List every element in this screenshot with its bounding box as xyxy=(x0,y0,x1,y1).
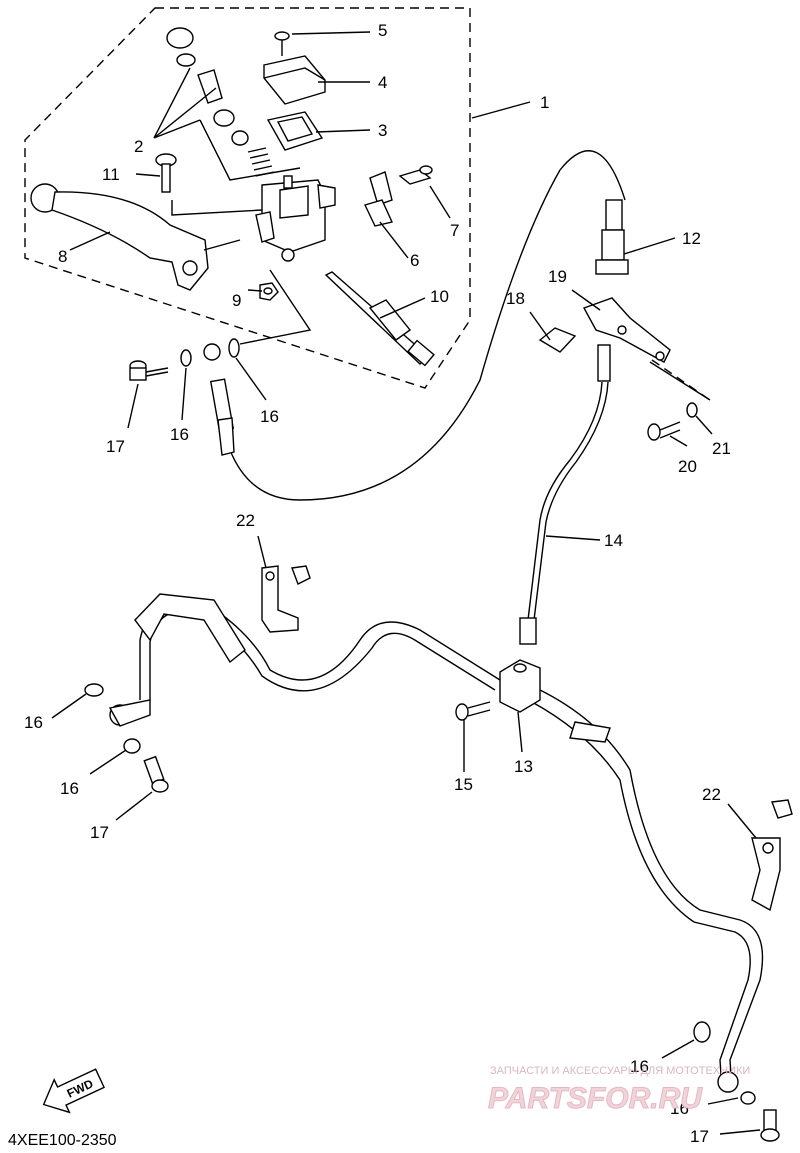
master-cylinder-body xyxy=(255,175,336,262)
brake-pipe xyxy=(519,344,611,645)
callout-19: 19 xyxy=(548,267,567,286)
cap-screw xyxy=(274,31,290,56)
hose-guide-lower xyxy=(751,799,793,912)
callout-22-upper: 22 xyxy=(236,511,255,530)
callout-16-top-right: 16 xyxy=(260,407,279,426)
forward-arrow: FWD xyxy=(42,1068,106,1114)
union-bolt-right xyxy=(760,1109,780,1142)
callout-13: 13 xyxy=(514,757,533,776)
callout-17-left: 17 xyxy=(90,823,109,842)
callout-8: 8 xyxy=(58,247,67,266)
lower-brake-hose-right xyxy=(531,689,764,1093)
hose-clip xyxy=(538,327,577,353)
lever-pivot-bolt xyxy=(155,153,177,193)
watermark-caption: ЗАПЧАСТИ И АКСЕССУАРЫ ДЛЯ МОТОТЕХНИКИ xyxy=(490,1065,750,1077)
brake-lever xyxy=(30,183,209,291)
copper-washer-left-b xyxy=(123,738,141,754)
reservoir-cap xyxy=(263,55,326,105)
bracket-bolt xyxy=(647,421,681,441)
union-bolt-left xyxy=(143,755,169,793)
callout-9: 9 xyxy=(232,291,241,310)
callout-16-left-b: 16 xyxy=(60,779,79,798)
callout-12: 12 xyxy=(682,229,701,248)
callout-17-top: 17 xyxy=(106,437,125,456)
callout-21: 21 xyxy=(712,439,731,458)
assembly-boundary xyxy=(24,7,471,389)
callout-16-right-a: 16 xyxy=(630,1057,649,1076)
bracket-washer xyxy=(686,402,698,418)
boundary-link-right xyxy=(651,359,711,401)
callout-11: 11 xyxy=(102,165,120,184)
brake-switch xyxy=(324,271,435,367)
holder-bolt xyxy=(398,165,433,185)
callout-6: 6 xyxy=(410,251,419,270)
holder-clamp xyxy=(364,171,393,227)
copper-washer-right-b xyxy=(740,1091,756,1105)
copper-washer-right-a xyxy=(693,1021,711,1043)
callout-22-lower: 22 xyxy=(702,785,721,804)
callout-14: 14 xyxy=(604,531,623,550)
callout-numbers: 5 4 3 1 2 11 7 6 8 12 19 9 10 18 16 16 1… xyxy=(24,21,731,1146)
piston-kit xyxy=(166,27,275,177)
joint-bracket xyxy=(582,297,671,363)
callout-18: 18 xyxy=(506,289,525,308)
copper-washer-top-b xyxy=(228,338,240,358)
callout-3: 3 xyxy=(378,121,387,140)
copper-washer-left-a xyxy=(84,683,104,697)
callout-17-right: 17 xyxy=(690,1127,709,1146)
callout-10: 10 xyxy=(430,287,449,306)
leader-lines xyxy=(51,31,761,1135)
callout-1: 1 xyxy=(540,93,549,112)
callout-16-left-a: 16 xyxy=(24,713,43,732)
lever-nut xyxy=(259,282,279,301)
union-bolt-top xyxy=(129,360,169,381)
copper-washer-top-a xyxy=(180,349,192,367)
hose-guide-upper xyxy=(261,565,311,633)
callout-4: 4 xyxy=(378,73,387,92)
callout-20: 20 xyxy=(678,457,697,476)
upper-brake-hose xyxy=(203,150,626,501)
callout-2: 2 xyxy=(134,137,143,156)
diagram-code: 4XEE100-2350 xyxy=(8,1132,117,1149)
hose-end-fitting xyxy=(595,199,629,275)
diaphragm xyxy=(266,111,324,151)
joint-bolt xyxy=(455,701,491,721)
callout-16-top-left: 16 xyxy=(170,425,189,444)
callout-15: 15 xyxy=(454,775,473,794)
callout-5: 5 xyxy=(378,21,387,40)
callout-7: 7 xyxy=(450,221,459,240)
lower-brake-hose-left xyxy=(108,593,501,727)
watermark-brand: PARTSFOR.RU xyxy=(488,1082,703,1115)
three-way-joint xyxy=(499,659,541,713)
callout-16-right-b: 16 xyxy=(670,1099,689,1118)
